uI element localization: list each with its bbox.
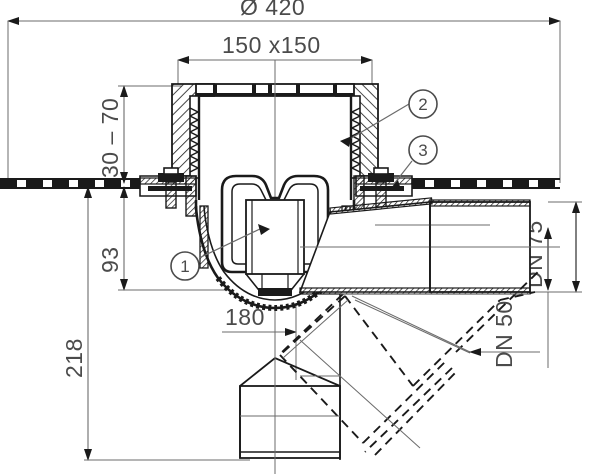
callout-1-circle[interactable] — [170, 251, 200, 281]
clamp-right-gasket — [360, 186, 404, 191]
clamp-right-screw-head — [373, 167, 389, 175]
dim-label-150x150: 150 x150 — [222, 32, 321, 58]
phantom-barrel-end — [362, 359, 448, 444]
outlet-bottom-wall — [299, 287, 531, 295]
dimension-grate-150x150: 150 x150 — [177, 32, 373, 84]
side-outlet-dn75 — [298, 197, 560, 295]
dim-label-30-70: 30 – 70 — [97, 98, 123, 178]
grate-rib-3 — [268, 84, 272, 96]
outlet-cone-top-wall — [329, 197, 433, 215]
callout-3-arrow — [390, 180, 401, 190]
bottom-outlet-barrel — [239, 385, 341, 459]
dimension-diameter-420: Ø 420 — [7, 0, 561, 183]
phantom-reference-lines — [240, 293, 530, 449]
grate-rib-5 — [333, 84, 337, 96]
trap-bell-inner — [231, 183, 319, 201]
trap-skirt-left — [220, 200, 246, 274]
callout-2-circle[interactable] — [408, 89, 438, 119]
bowl-rim-hatch — [215, 276, 335, 312]
clamp-left-screw-shank — [165, 181, 177, 209]
grate-rib-4 — [296, 84, 300, 96]
outlet-pipe-top-wall — [429, 199, 531, 207]
callout-1-leader — [198, 227, 263, 259]
trap-skirt-left-inner — [231, 200, 246, 265]
phantom-barrel-far-bottom — [374, 369, 459, 456]
callout-2-leader — [347, 103, 410, 141]
phantom-cone-edge-a — [344, 295, 414, 387]
clamp-left-gasket — [148, 186, 192, 191]
clamp-left-screw-head — [163, 167, 179, 175]
phantom-barrel-far-edge — [455, 269, 541, 353]
dim-label-dn50: DN 50 — [491, 300, 517, 368]
dim-label-218: 218 — [61, 338, 87, 378]
clamp-left-inner-wall — [185, 175, 197, 217]
dimension-height-30-70: 30 – 70 — [97, 85, 182, 184]
phantom-ref-chord-1 — [351, 295, 471, 353]
callout-2-arrow — [340, 136, 352, 147]
callout-1-arrow — [258, 224, 270, 235]
trap-seal-plug — [258, 288, 292, 296]
waterproof-membrane-layer — [0, 178, 560, 189]
callout-1-label: 1 — [180, 257, 189, 276]
callout-2-label: 2 — [418, 95, 427, 114]
phantom-barrel-edge-bottom — [279, 354, 364, 444]
trap-bell-outer — [220, 174, 330, 200]
rotated-outlet-phantom — [279, 269, 541, 456]
phantom-socket-band — [364, 367, 453, 453]
clamp-right-boss — [368, 173, 394, 182]
phantom-ref-chord-3 — [282, 299, 349, 359]
callout-3-leader — [393, 160, 413, 185]
bottom-outlet-vertical — [239, 294, 341, 474]
phantom-ref-axis — [299, 339, 421, 449]
bowl-sleeve-left — [199, 205, 209, 269]
callout-3-group[interactable]: 3 — [390, 135, 438, 190]
callout-1-group[interactable]: 1 — [170, 224, 270, 281]
grate-rib-1 — [213, 84, 217, 96]
dim-label-420: Ø 420 — [240, 0, 305, 20]
trap-inner-cup — [245, 199, 305, 275]
grate-rib-2 — [252, 84, 256, 96]
dimension-height-218: 218 — [61, 186, 250, 461]
clamp-left-boss — [158, 173, 184, 182]
dim-label-93: 93 — [97, 246, 123, 273]
phantom-socket-lip — [499, 291, 536, 301]
callout-3-circle[interactable] — [408, 135, 438, 165]
callout-2-group[interactable]: 2 — [340, 89, 438, 147]
callout-3-label: 3 — [418, 141, 427, 160]
odour-trap-insert — [220, 174, 330, 296]
dimension-outlet-dn50: DN 50 — [491, 227, 552, 368]
phantom-ref-chord-2 — [354, 299, 471, 354]
phantom-barrel-edge-top — [412, 299, 501, 387]
